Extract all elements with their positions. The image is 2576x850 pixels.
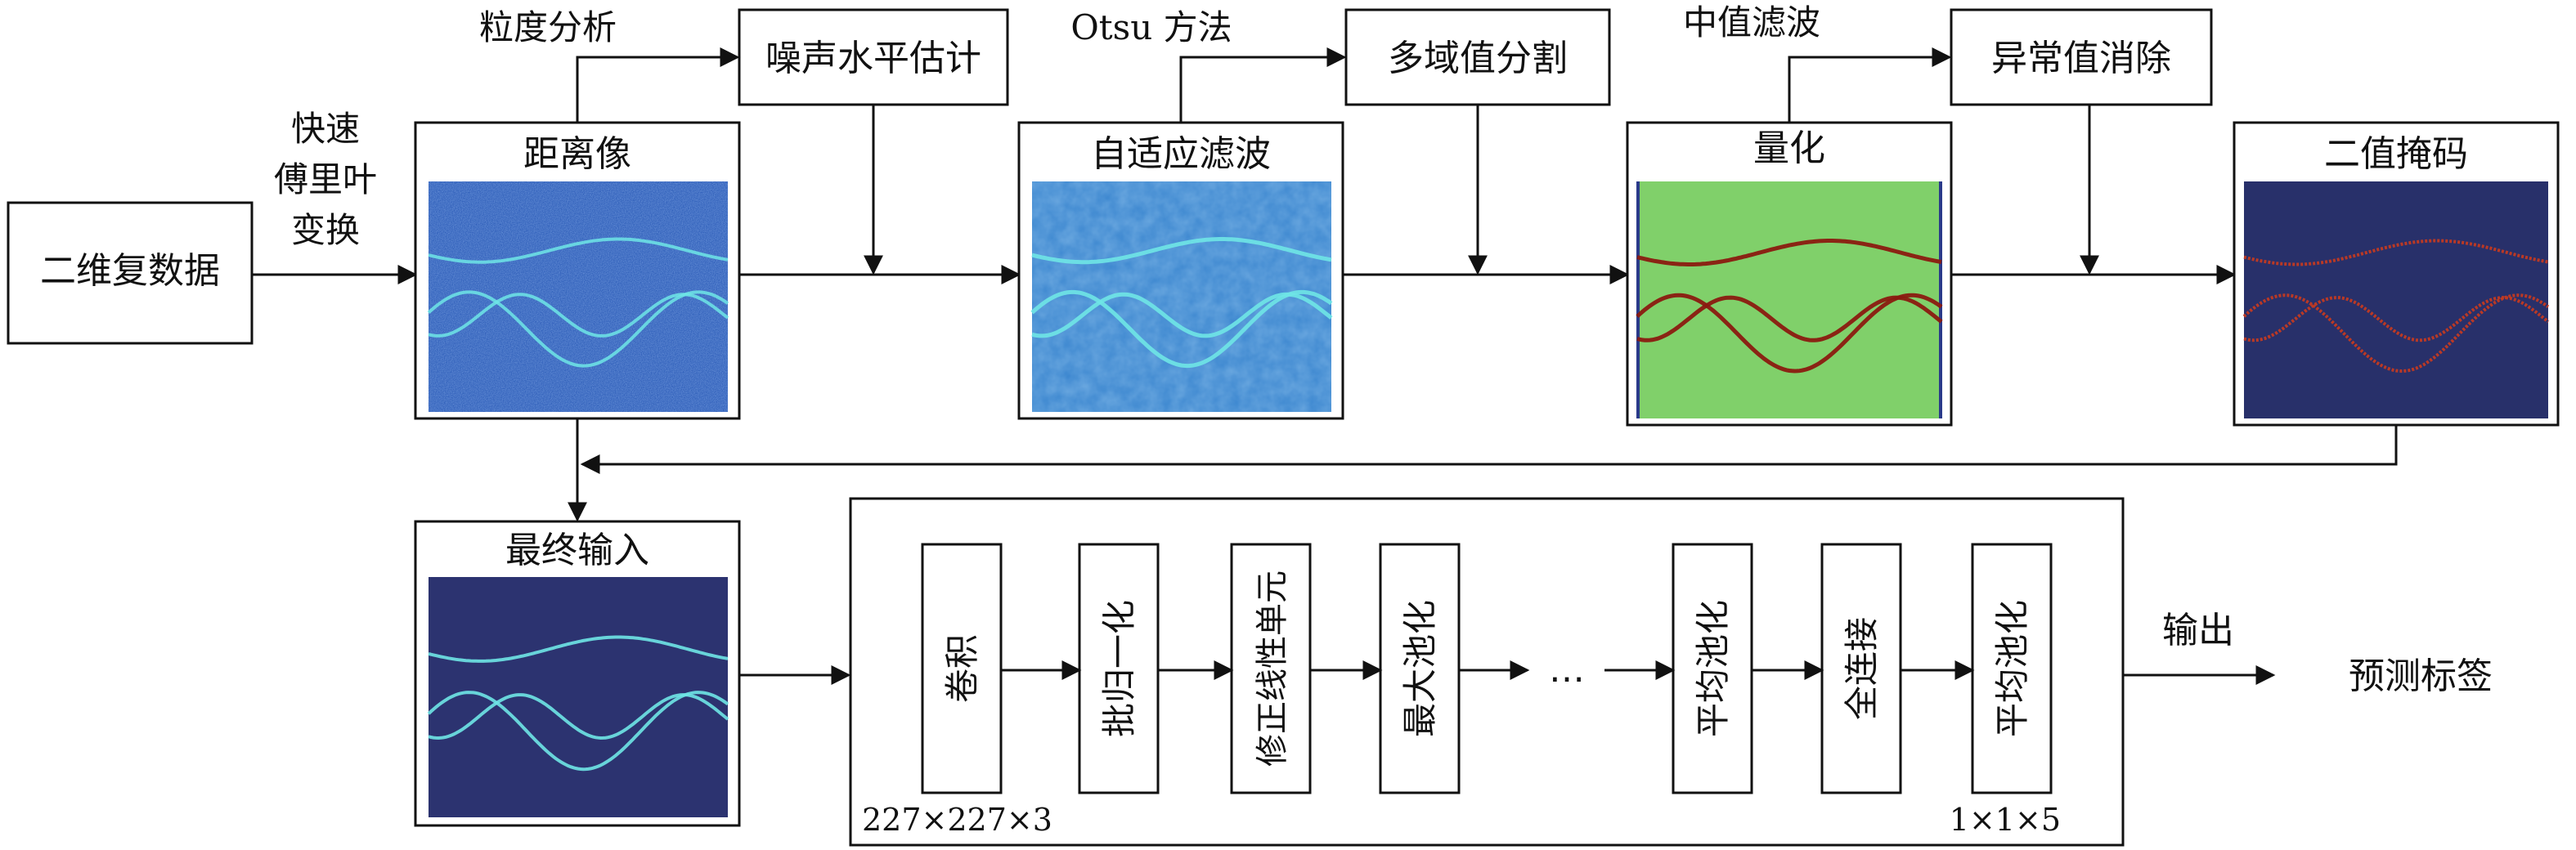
arrow-to-noise-estimate (576, 47, 740, 123)
cnn-ellipsis: … (1549, 649, 1585, 691)
cnn-layer: 卷积 (921, 543, 1003, 794)
quantize-curves (1636, 239, 1943, 374)
noise-estimate-label: 噪声水平估计 (765, 38, 981, 79)
arrow-to-multi-threshold (1179, 47, 1347, 123)
waveform-curve (2243, 239, 2549, 266)
cnn-layer-label: 全连接 (1842, 617, 1882, 720)
fft-label: 快速 傅里叶 变换 (274, 109, 377, 250)
waveform-curve (1031, 237, 1332, 265)
input-data-label: 二维复数据 (40, 250, 220, 292)
final-input-title: 最终输入 (505, 530, 649, 571)
svg-text:傅里叶: 傅里叶 (274, 159, 377, 199)
quantize-node: 量化 (1626, 121, 1953, 427)
svg-text:快速: 快速 (291, 109, 360, 149)
waveform-curve (1031, 292, 1333, 338)
binary-mask-node: 二值掩码 (2233, 121, 2560, 427)
multi-threshold-label: 多域值分割 (1388, 38, 1568, 79)
final-input-curves (427, 635, 729, 772)
cnn-layer-label: 最大池化 (1400, 600, 1440, 737)
final-input-node: 最终输入 (414, 520, 741, 827)
cnn-layer: 最大池化 (1379, 543, 1461, 794)
input-data-node: 二维复数据 (7, 201, 254, 345)
binary-mask-title: 二值掩码 (2324, 133, 2468, 175)
binary-mask-curves (2242, 239, 2550, 374)
cnn-layer-label: 平均池化 (1693, 600, 1733, 737)
cnn-layers: 卷积 批归一化 修正线性单元 最大池化 平均池化 全连接 平均池化 (921, 543, 2053, 794)
granularity-label: 粒度分析 (479, 7, 617, 47)
cnn-layer: 全连接 (1820, 543, 1902, 794)
waveform-curve (1636, 293, 1943, 374)
adaptive-filter-title: 自适应滤波 (1091, 133, 1271, 175)
otsu-label: Otsu 方法 (1070, 7, 1232, 47)
waveform-curve (428, 293, 729, 338)
cnn-layer: 修正线性单元 (1230, 543, 1312, 794)
cnn-input-dim: 227×227×3 (862, 802, 1052, 838)
median-filter-label: 中值滤波 (1683, 2, 1820, 42)
cnn-block: 227×227×3 1×1×5 卷积 批归一化 修正线性单元 最大池化 平均池化 全连接 平… (849, 497, 2125, 847)
cnn-output-dim: 1×1×5 (1950, 802, 2061, 838)
outlier-removal-label: 异常值消除 (1991, 38, 2171, 79)
cnn-layer-label: 卷积 (942, 634, 982, 703)
cnn-layer-label: 平均池化 (1992, 600, 2032, 737)
waveform-curve (1030, 289, 1333, 369)
waveform-curve (428, 635, 729, 663)
cnn-layer: 平均池化 (1672, 543, 1753, 794)
range-image-title: 距离像 (523, 133, 631, 175)
range-image-curves (427, 237, 729, 368)
adaptive-filter-node: 自适应滤波 (1017, 121, 1344, 420)
output-label: 输出 (2162, 610, 2234, 651)
quantize-title: 量化 (1753, 128, 1825, 169)
predicted-label: 预测标签 (2349, 655, 2493, 697)
arrow-to-outlier-removal (1788, 47, 1952, 123)
cnn-layer-label: 修正线性单元 (1254, 570, 1291, 767)
noise-estimate-node: 噪声水平估计 (738, 8, 1009, 106)
multi-threshold-node: 多域值分割 (1344, 8, 1611, 106)
waveform-curve (427, 691, 729, 772)
cnn-layer: 批归一化 (1078, 543, 1160, 794)
cnn-layer-label: 批归一化 (1099, 600, 1139, 737)
svg-text:变换: 变换 (291, 210, 360, 250)
waveform-curve (1636, 239, 1942, 266)
outlier-removal-node: 异常值消除 (1950, 8, 2213, 106)
waveform-curve (428, 237, 729, 264)
arrow-mask-feedback (580, 425, 2398, 474)
cnn-layer: 平均池化 (1971, 543, 2053, 794)
waveform-curve (1636, 295, 1943, 342)
waveform-curve (427, 290, 729, 368)
waveform-curve (2242, 293, 2550, 374)
waveform-curve (428, 693, 729, 740)
adaptive-filter-curves (1030, 237, 1333, 369)
range-image-node: 距离像 (414, 121, 741, 420)
